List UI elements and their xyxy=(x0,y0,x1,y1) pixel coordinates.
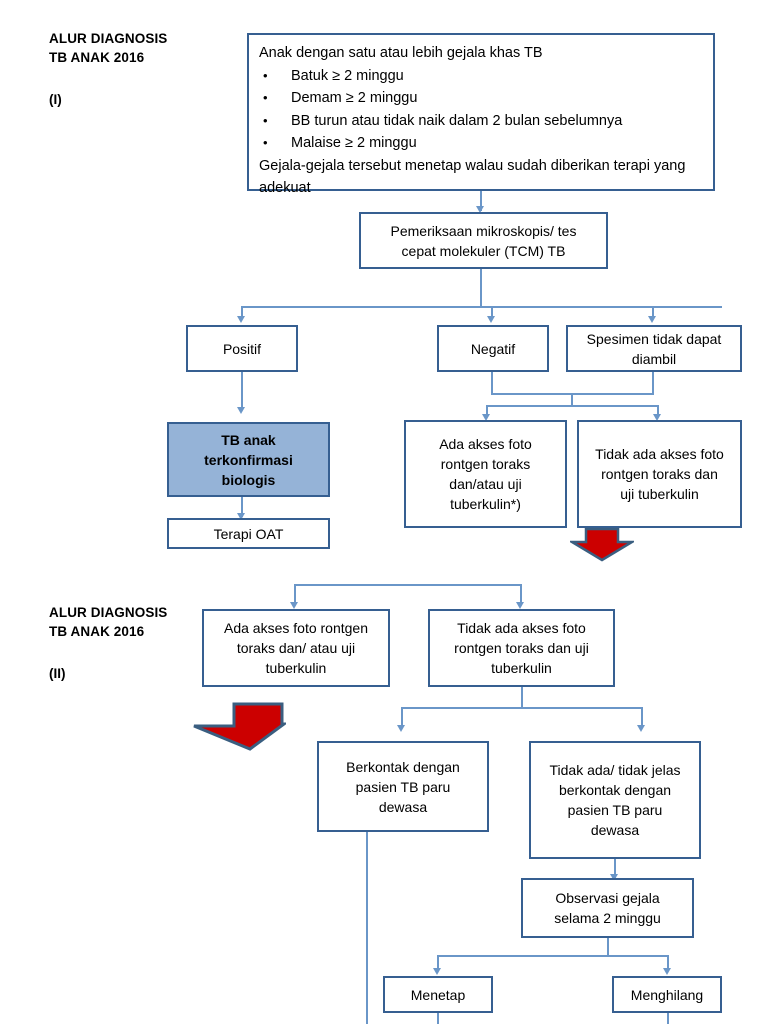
outcome-menghilang-box: Menghilang xyxy=(612,976,722,1013)
outcome-menetap-box: Menetap xyxy=(383,976,493,1013)
arrowhead-down-icon xyxy=(516,602,524,609)
access-yes-box-section-one: Ada akses foto rontgen toraks dan/atau u… xyxy=(404,420,567,528)
connector-section-two-branch-yes xyxy=(294,584,296,605)
connector-outcome-split-bar xyxy=(437,955,668,957)
connector-branch-access-yes xyxy=(486,405,488,417)
symptom-item: BB turun atau tidak naik dalam 2 bulan s… xyxy=(259,110,703,133)
symptoms-tail: Gejala-gejala tersebut menetap walau sud… xyxy=(259,157,686,197)
arrowhead-down-icon xyxy=(290,602,298,609)
contact-yes-box: Berkontak dengan pasien TB paru dewasa xyxy=(317,741,489,832)
connector-positif-to-confirmed xyxy=(241,372,243,410)
result-negatif-box: Negatif xyxy=(437,325,549,372)
arrowhead-down-icon xyxy=(653,414,661,421)
connector-branch-access-no xyxy=(657,405,659,417)
symptoms-content: Anak dengan satu atau lebih gejala khas … xyxy=(259,42,703,200)
connector-confirmed-to-therapy xyxy=(241,497,243,517)
connector-branch-menghilang xyxy=(667,955,669,971)
connector-negatif-down xyxy=(491,372,493,394)
confirmed-tb-box: TB anak terkonfirmasi biologis xyxy=(167,422,330,497)
arrowhead-down-icon xyxy=(237,407,245,414)
connector-exam-down xyxy=(480,269,482,307)
result-no-specimen-box: Spesimen tidak dapat diambil xyxy=(566,325,742,372)
connector-no-specimen-down xyxy=(652,372,654,394)
exam-box: Pemeriksaan mikroskopis/ tes cepat molek… xyxy=(359,212,608,269)
arrowhead-down-icon xyxy=(637,725,645,732)
symptom-item: Demam ≥ 2 minggu xyxy=(259,87,703,110)
arrowhead-down-icon xyxy=(663,968,671,975)
connector-branch-negatif xyxy=(491,306,493,319)
connector-section-two-branch-no xyxy=(520,584,522,605)
access-no-box-section-one: Tidak ada akses foto rontgen toraks dan … xyxy=(577,420,742,528)
connector-menghilang-down xyxy=(667,1013,669,1024)
section-two-header: ALUR DIAGNOSIS TB ANAK 2016 xyxy=(49,605,168,639)
section-one-roman-numeral: (I) xyxy=(49,92,62,107)
red-block-arrow-down-icon xyxy=(193,702,286,751)
connector-contact-split-bar xyxy=(401,707,642,709)
symptom-item: Batuk ≥ 2 minggu xyxy=(259,65,703,88)
symptoms-list: Batuk ≥ 2 minggu Demam ≥ 2 minggu BB tur… xyxy=(259,65,703,155)
arrowhead-down-icon xyxy=(237,316,245,323)
therapy-oat-box: Terapi OAT xyxy=(167,518,330,549)
connector-contact-yes-down xyxy=(366,832,368,1024)
arrowhead-down-icon xyxy=(476,206,484,213)
observation-box: Observasi gejala selama 2 minggu xyxy=(521,878,694,938)
connector-three-way-bar xyxy=(241,306,722,308)
arrowhead-down-icon xyxy=(433,968,441,975)
connector-access-split-bar xyxy=(486,405,658,407)
arrowhead-down-icon xyxy=(487,316,495,323)
symptom-item: Malaise ≥ 2 minggu xyxy=(259,132,703,155)
section-two-roman-numeral: (II) xyxy=(49,666,66,681)
contact-no-box: Tidak ada/ tidak jelas berkontak dengan … xyxy=(529,741,701,859)
arrowhead-down-icon xyxy=(397,725,405,732)
result-positif-box: Positif xyxy=(186,325,298,372)
symptoms-lead: Anak dengan satu atau lebih gejala khas … xyxy=(259,45,543,61)
connector-merge-down xyxy=(571,393,573,406)
section-one-header: ALUR DIAGNOSIS TB ANAK 2016 xyxy=(49,31,168,65)
access-yes-box-section-two: Ada akses foto rontgen toraks dan/ atau … xyxy=(202,609,390,687)
connector-section-two-split-bar xyxy=(294,584,521,586)
connector-symptoms-to-exam xyxy=(480,191,482,211)
connector-branch-menetap xyxy=(437,955,439,971)
connector-contact-no-to-observation xyxy=(614,859,616,879)
connector-access-no-down xyxy=(521,687,523,708)
arrowhead-down-icon xyxy=(648,316,656,323)
connector-branch-contact-yes xyxy=(401,707,403,728)
connector-observation-down xyxy=(607,938,609,956)
connector-branch-positif xyxy=(241,306,243,319)
red-block-arrow-down-icon xyxy=(570,528,634,562)
arrowhead-down-icon xyxy=(482,414,490,421)
connector-menetap-down xyxy=(437,1013,439,1024)
access-no-box-section-two: Tidak ada akses foto rontgen toraks dan … xyxy=(428,609,615,687)
arrowhead-down-icon xyxy=(237,513,245,520)
connector-branch-no-specimen xyxy=(652,306,654,319)
symptoms-box: Anak dengan satu atau lebih gejala khas … xyxy=(247,33,715,196)
arrowhead-down-icon xyxy=(610,874,618,881)
connector-branch-contact-no xyxy=(641,707,643,728)
